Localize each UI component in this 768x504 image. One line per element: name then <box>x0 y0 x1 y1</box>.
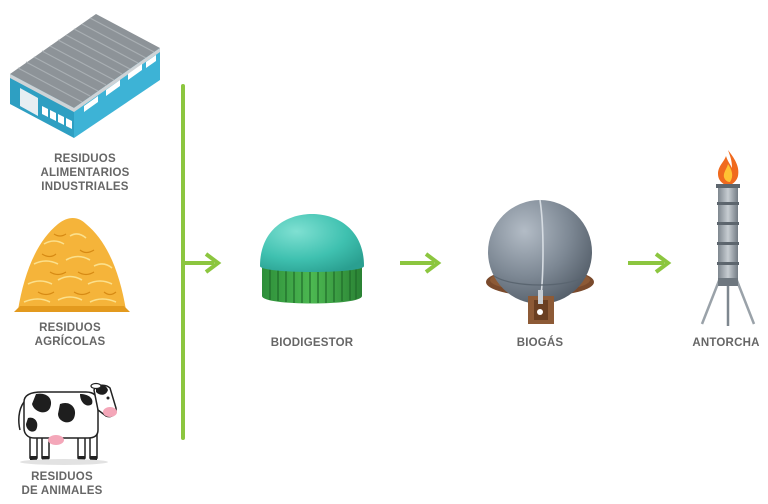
haystack-icon <box>14 218 130 312</box>
factory-icon <box>10 14 160 138</box>
step-label-antorcha: ANTORCHA <box>692 337 760 349</box>
arrow-icon <box>628 252 672 274</box>
source-label-agricultural: RESIDUOS AGRÍCOLAS <box>34 322 106 348</box>
cow-icon <box>18 382 117 465</box>
arrow-icon <box>400 252 442 274</box>
biodigester-icon <box>260 214 364 304</box>
step-label-biogas: BIOGÁS <box>516 337 564 349</box>
source-label-industrial: RESIDUOS ALIMENTARIOS INDUSTRIALES <box>40 153 130 193</box>
gas-holder-icon <box>486 199 594 324</box>
collector-line <box>181 84 185 440</box>
flare-torch-icon <box>700 150 756 326</box>
arrow-icon <box>184 252 222 274</box>
step-label-biodigestor: BIODIGESTOR <box>270 337 354 349</box>
source-label-animal: RESIDUOS DE ANIMALES <box>21 471 103 497</box>
